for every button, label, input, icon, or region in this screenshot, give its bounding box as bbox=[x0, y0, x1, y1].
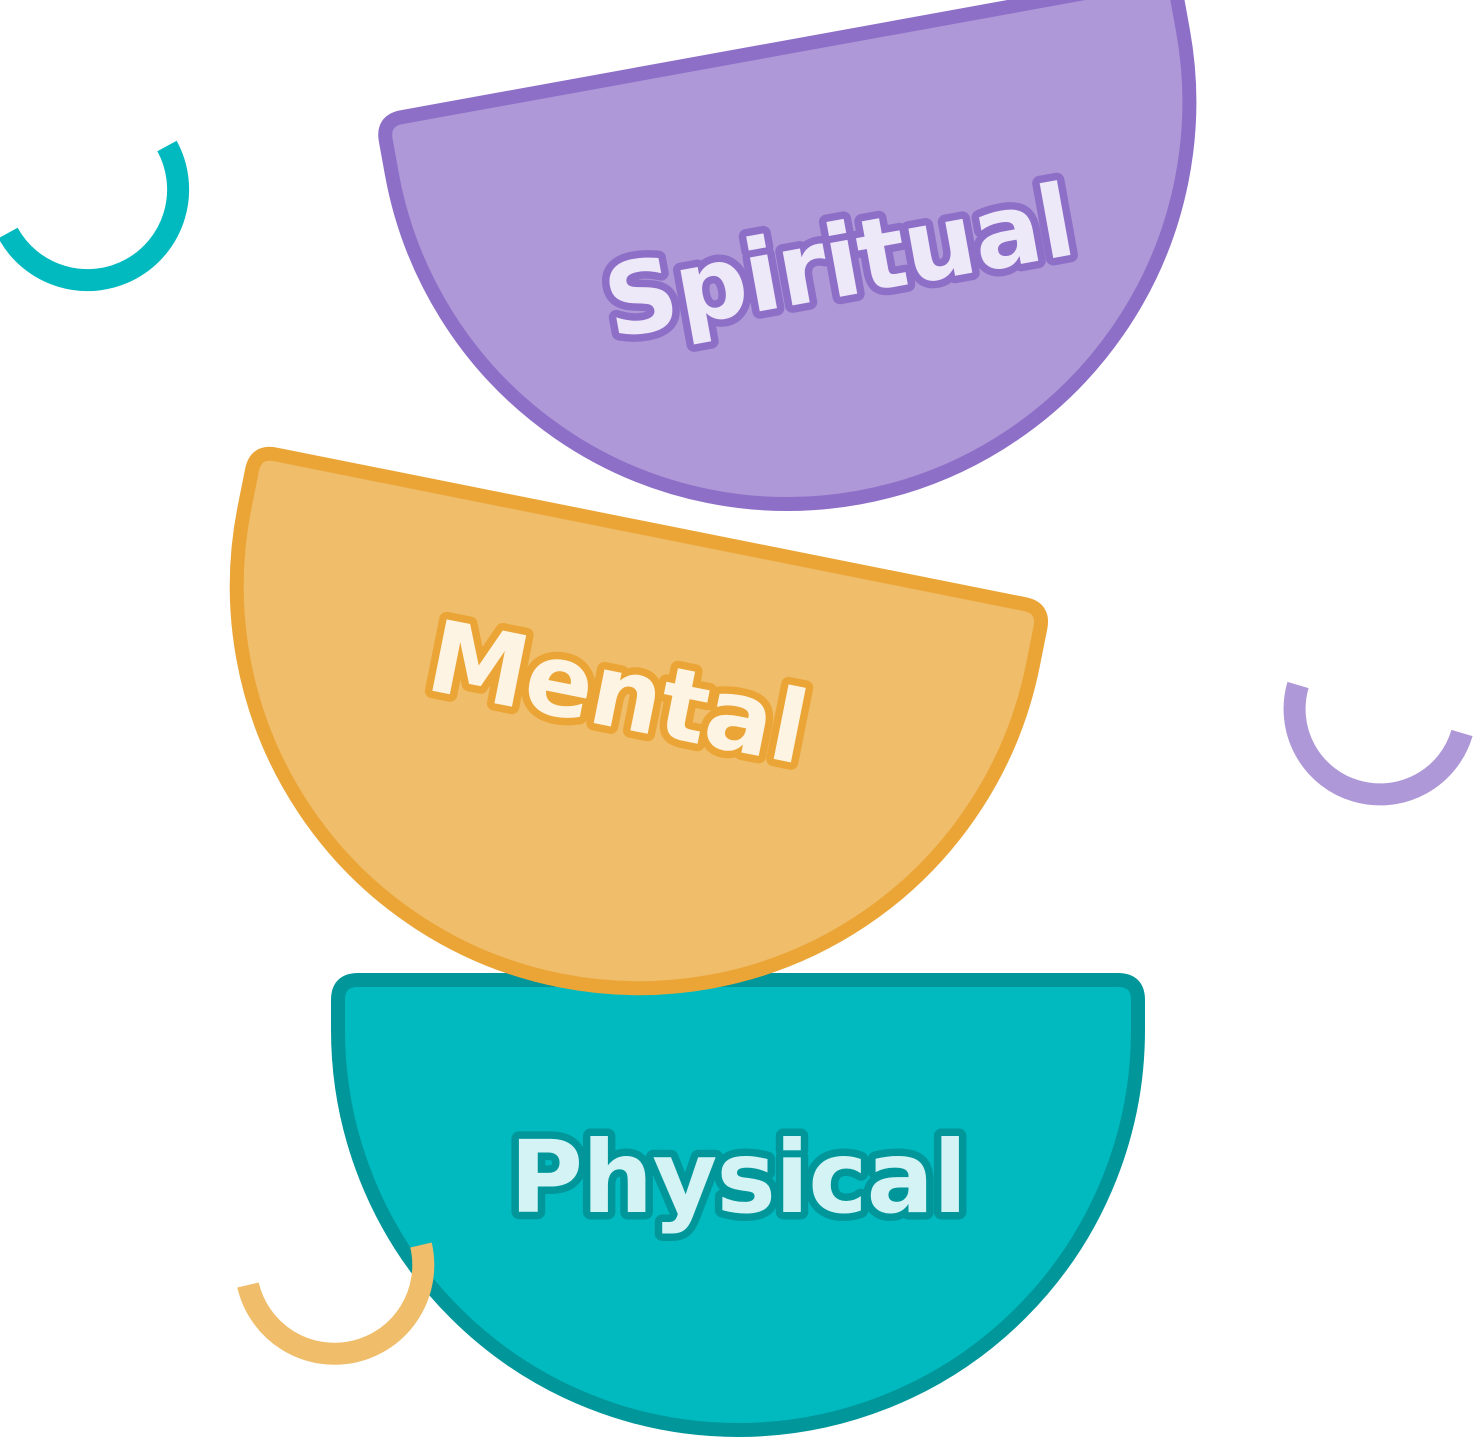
physical-bowl: Physical bbox=[331, 973, 1145, 1437]
physical-bowl-shape bbox=[331, 973, 1145, 1437]
mental-bowl-shape bbox=[229, 446, 1049, 996]
teal-arc-decoration bbox=[0, 140, 190, 292]
spiritual-bowl-shape bbox=[378, 0, 1197, 511]
yellow-arc-decoration bbox=[237, 1242, 435, 1365]
spiritual-bowl: Spiritual bbox=[378, 0, 1197, 511]
mental-bowl: Mental bbox=[229, 446, 1049, 996]
physical-label: Physical bbox=[510, 1119, 967, 1236]
lavender-arc-decoration bbox=[1283, 681, 1473, 806]
